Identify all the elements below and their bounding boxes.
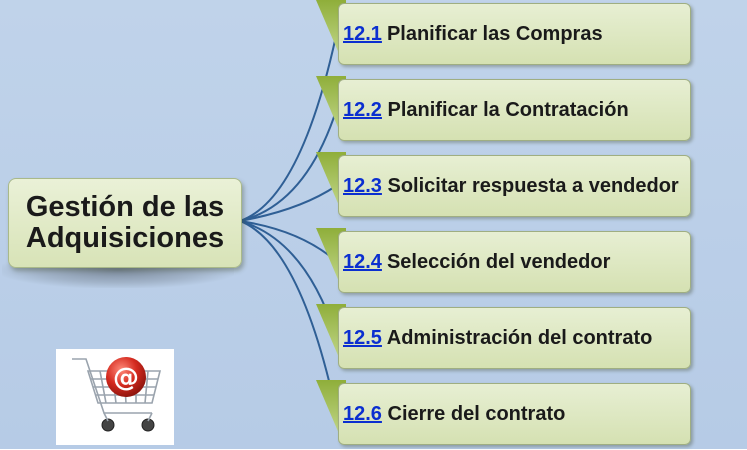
subtopic-link-12-4[interactable]: 12.4 — [343, 250, 382, 273]
subtopic-link-12-5[interactable]: 12.5 — [343, 326, 382, 349]
subtopic-label: Planificar la Contratación — [381, 98, 629, 121]
subtopic-link-12-1[interactable]: 12.1 — [343, 22, 382, 45]
subtopic-node-12-3: 12.3 Solicitar respuesta a vendedor — [338, 155, 691, 217]
subtopic-node-12-4: 12.4 Selección del vendedor — [338, 231, 691, 293]
subtopic-label: Planificar las Compras — [386, 22, 603, 45]
connector-line — [239, 220, 337, 412]
subtopic-link-12-6[interactable]: 12.6 — [343, 402, 382, 425]
connector-line — [239, 35, 337, 222]
subtopic-label: Cierre del contrato — [381, 402, 566, 425]
subtopic-label: Selección del vendedor — [386, 250, 611, 273]
connector-line — [239, 185, 337, 222]
subtopic-node-12-2: 12.2 Planificar la Contratación — [338, 79, 691, 141]
subtopic-node-12-1: 12.1 Planificar las Compras — [338, 3, 691, 65]
central-topic-node: Gestión de las Adquisiciones — [8, 178, 242, 268]
at-sign-glyph: @ — [113, 363, 139, 393]
subtopic-node-12-5: 12.5 Administración del contrato — [338, 307, 691, 369]
shopping-cart-picture: @ — [56, 349, 174, 445]
central-topic-line-2: Adquisiciones — [25, 222, 225, 254]
connector-line — [239, 110, 337, 222]
subtopic-label: Administración del contrato — [381, 326, 653, 349]
subtopic-link-12-3[interactable]: 12.3 — [343, 174, 382, 197]
subtopic-node-12-6: 12.6 Cierre del contrato — [338, 383, 691, 445]
central-topic-title: Gestión de las Adquisiciones — [26, 192, 224, 254]
central-topic-line-1: Gestión de las — [25, 191, 225, 223]
subtopic-link-12-2[interactable]: 12.2 — [343, 98, 382, 121]
subtopic-label: Solicitar respuesta a vendedor — [381, 174, 679, 197]
shopping-cart-at-sign-icon: @ — [72, 357, 162, 432]
